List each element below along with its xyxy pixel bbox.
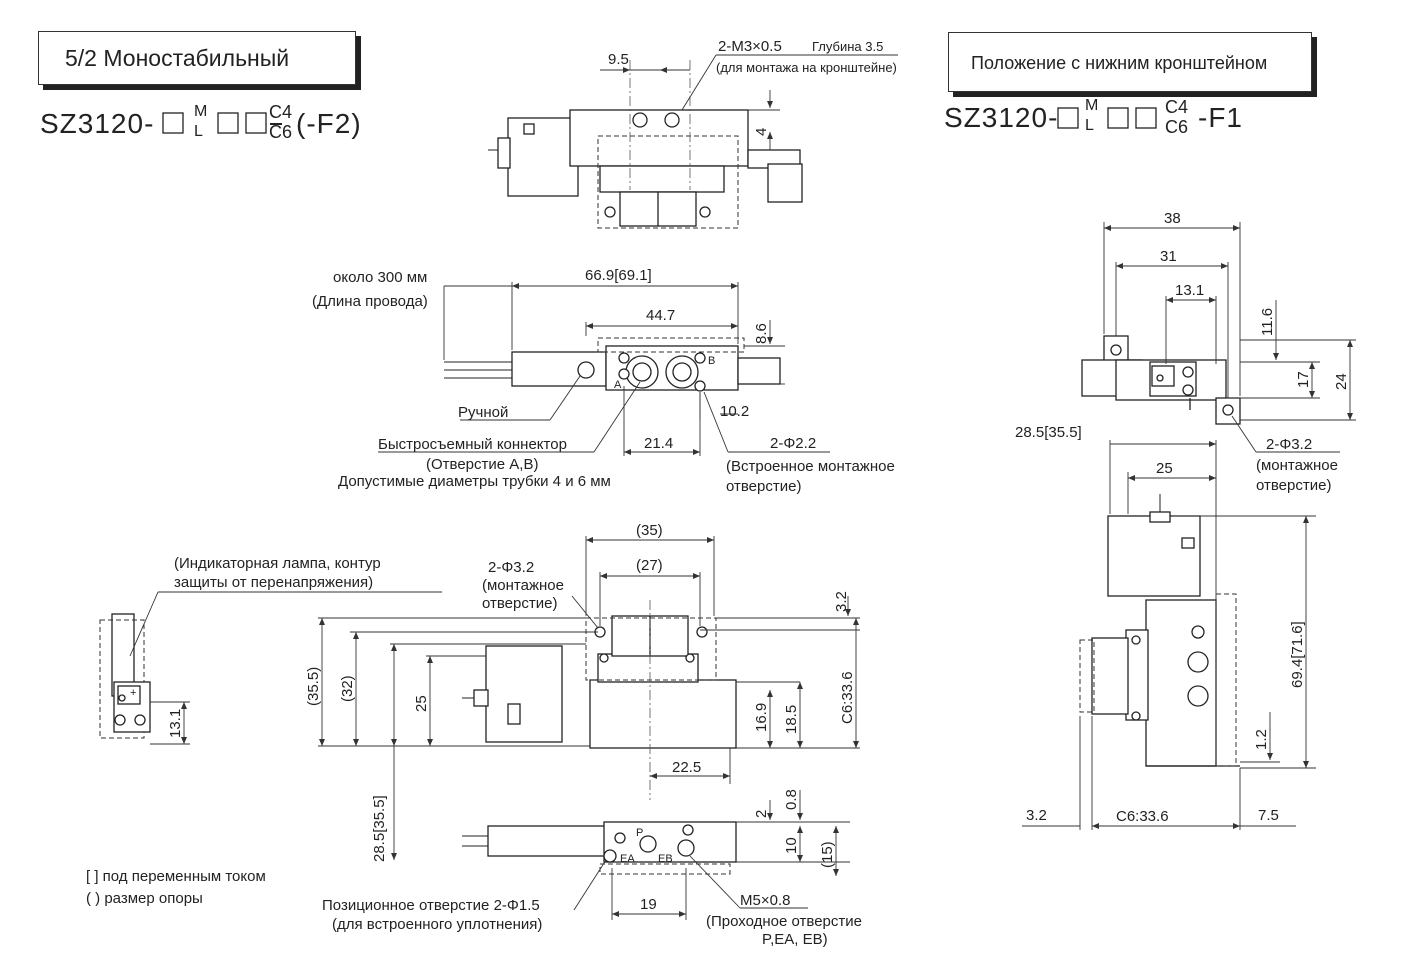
svg-text:(Отверстие A,B): (Отверстие A,B) (426, 456, 538, 473)
svg-text:0.8: 0.8 (783, 789, 800, 810)
right-title: Положение с нижним кронштейном (971, 53, 1268, 73)
svg-text:C6: C6 (269, 122, 292, 142)
svg-text:M: M (1085, 97, 1098, 114)
svg-text:8.6: 8.6 (753, 323, 770, 344)
svg-text:(для монтажа на кронштейне): (для монтажа на кронштейне) (716, 60, 897, 75)
right-top-view: 38 31 13.1 11.6 17 24 2-Φ3.2 (монтажное … (1081, 210, 1356, 494)
svg-text:C6:33.6: C6:33.6 (1116, 808, 1169, 825)
svg-text:C6: C6 (1165, 117, 1188, 137)
svg-text:19: 19 (640, 896, 657, 913)
right-model-suffix: -F1 (1198, 102, 1243, 133)
svg-text:A: A (614, 379, 622, 391)
svg-text:17: 17 (1295, 371, 1312, 388)
svg-text:около 300 мм: около 300 мм (333, 269, 427, 286)
svg-text:+: + (130, 687, 136, 699)
svg-text:отверстие): отверстие) (482, 595, 557, 612)
svg-text:25: 25 (413, 695, 430, 712)
indicator-view: + (Индикаторная лампа, контур защиты от … (99, 555, 442, 745)
svg-text:2: 2 (753, 810, 770, 818)
svg-text:(Длина провода): (Длина провода) (312, 293, 428, 310)
svg-text:(Проходное отверстие: (Проходное отверстие (706, 913, 862, 930)
svg-text:31: 31 (1160, 248, 1177, 265)
svg-text:11.6: 11.6 (1259, 308, 1276, 336)
svg-text:2-M3×0.5: 2-M3×0.5 (718, 38, 782, 55)
svg-text:(27): (27) (636, 557, 663, 574)
svg-text:(32): (32) (339, 675, 356, 702)
svg-text:69.4[71.6]: 69.4[71.6] (1289, 621, 1306, 688)
svg-text:Ручной: Ручной (458, 404, 508, 421)
svg-text:Быстросъемный коннектор: Быстросъемный коннектор (378, 436, 567, 453)
right-front-view: 28.5[35.5] 25 69.4[71.6] 1.2 3.2 C6:33.6… (1015, 424, 1316, 830)
top-view: 9.5 2-M3×0.5 Глубина 3.5 (для монтажа на… (488, 38, 898, 229)
svg-text:B: B (708, 355, 715, 367)
svg-text:2-Φ2.2: 2-Φ2.2 (770, 435, 816, 452)
svg-text:3.2: 3.2 (1026, 807, 1047, 824)
front-view: (35) (27) 2-Φ3.2 (монтажное отверстие) 3… (305, 522, 860, 862)
svg-text:C6:33.6: C6:33.6 (839, 671, 856, 724)
svg-text:Допустимые диаметры трубки 4 и: Допустимые диаметры трубки 4 и 6 мм (338, 473, 611, 490)
right-title-box: Положение с нижним кронштейном (948, 32, 1312, 92)
svg-text:(монтажное: (монтажное (482, 577, 564, 594)
svg-text:2-Φ3.2: 2-Φ3.2 (488, 559, 534, 576)
svg-text:M: M (194, 103, 207, 120)
legend-ac: [ ] под переменным током (86, 868, 266, 885)
svg-text:C4: C4 (1165, 97, 1188, 117)
svg-text:Позиционное отверстие 2-Φ1.5: Позиционное отверстие 2-Φ1.5 (322, 897, 540, 914)
svg-text:Глубина 3.5: Глубина 3.5 (812, 39, 883, 54)
svg-text:24: 24 (1333, 373, 1350, 390)
svg-text:(35): (35) (636, 522, 663, 539)
svg-text:P: P (636, 827, 643, 839)
svg-text:(35.5): (35.5) (305, 667, 322, 706)
legend: [ ] под переменным током ( ) размер опор… (86, 868, 266, 907)
svg-text:7.5: 7.5 (1258, 807, 1279, 824)
svg-text:защиты от перенапряжения): защиты от перенапряжения) (174, 574, 373, 591)
svg-text:28.5[35.5]: 28.5[35.5] (371, 795, 388, 862)
svg-text:44.7: 44.7 (646, 307, 675, 324)
svg-text:P,EA, EB): P,EA, EB) (762, 931, 828, 948)
left-model-code: SZ3120- (40, 108, 155, 139)
svg-text:66.9[69.1]: 66.9[69.1] (585, 267, 652, 284)
right-model-code: SZ3120- (944, 102, 1059, 133)
svg-text:16.9: 16.9 (753, 703, 770, 732)
svg-text:13.1: 13.1 (1175, 282, 1204, 299)
legend-support: ( ) размер опоры (86, 890, 203, 907)
svg-text:21.4: 21.4 (644, 435, 673, 452)
svg-text:10: 10 (783, 837, 800, 854)
svg-text:(15): (15) (819, 841, 836, 868)
svg-text:M5×0.8: M5×0.8 (740, 892, 790, 909)
right-model-glyphs: M L C4 C6 (1057, 97, 1188, 137)
svg-text:1.2: 1.2 (1253, 729, 1270, 750)
svg-text:10.2: 10.2 (720, 403, 749, 420)
svg-text:25: 25 (1156, 460, 1173, 477)
svg-text:L: L (194, 123, 203, 140)
svg-text:отверстие): отверстие) (726, 478, 801, 495)
bottom-view: P EA EB 2 0.8 10 (15) 19 Позиционное отв… (322, 789, 862, 948)
svg-text:3.2: 3.2 (833, 591, 850, 612)
left-title: 5/2 Моностабильный (65, 45, 290, 71)
svg-text:2-Φ3.2: 2-Φ3.2 (1266, 436, 1312, 453)
left-model-glyphs: M L C4 C6 (162, 102, 292, 142)
left-title-box: 5/2 Моностабильный (38, 31, 356, 85)
svg-text:38: 38 (1164, 210, 1181, 227)
svg-text:4: 4 (753, 128, 770, 136)
svg-text:EA: EA (620, 853, 635, 865)
svg-text:(Встроенное монтажное: (Встроенное монтажное (726, 458, 895, 475)
svg-text:отверстие): отверстие) (1256, 477, 1331, 494)
left-model-suffix: (-F2) (296, 108, 362, 139)
svg-text:13.1: 13.1 (167, 709, 184, 738)
svg-text:EB: EB (658, 853, 673, 865)
side-view: A B 66.9[69.1] около 300 мм (Длина прово… (312, 267, 895, 495)
svg-text:9.5: 9.5 (608, 51, 629, 68)
svg-text:28.5[35.5]: 28.5[35.5] (1015, 424, 1082, 441)
svg-text:18.5: 18.5 (783, 705, 800, 734)
svg-text:(монтажное: (монтажное (1256, 457, 1338, 474)
svg-text:(для встроенного уплотнения): (для встроенного уплотнения) (332, 916, 542, 933)
svg-text:22.5: 22.5 (672, 759, 701, 776)
svg-text:(Индикаторная лампа, контур: (Индикаторная лампа, контур (174, 555, 381, 572)
svg-text:C4: C4 (269, 102, 292, 122)
svg-text:L: L (1085, 117, 1094, 134)
